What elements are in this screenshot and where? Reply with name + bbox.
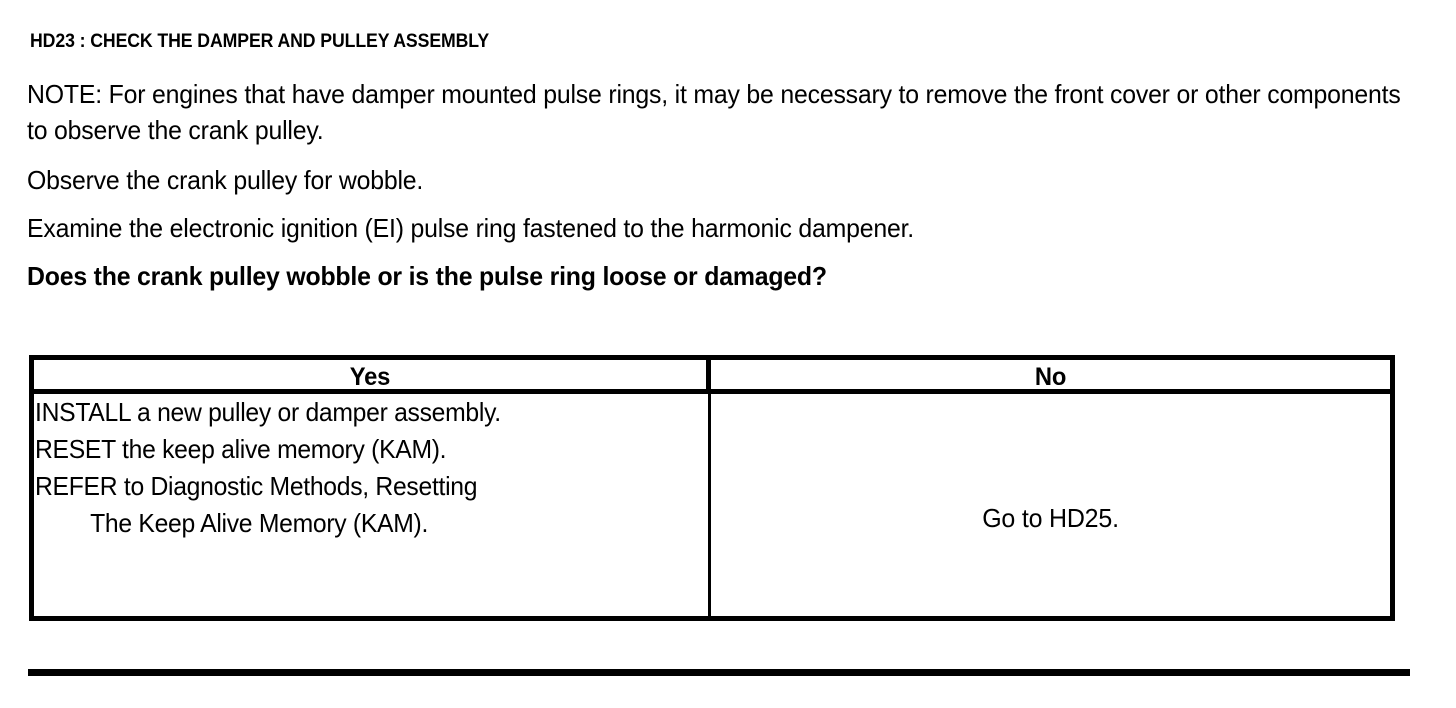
yes-action-line-refer: REFER to Diagnostic Methods, Resetting <box>35 471 478 501</box>
table-cell-no: Go to HD25. <box>711 394 1390 616</box>
table-cell-yes: INSTALL a new pulley or damper assembly.… <box>34 394 711 616</box>
table-column-no-header: No <box>711 360 1390 391</box>
examine-step-paragraph: Examine the electronic ignition (EI) pul… <box>27 213 915 243</box>
no-action-text: Go to HD25. <box>982 503 1119 533</box>
note-paragraph: NOTE: For engines that have damper mount… <box>27 79 1401 145</box>
yes-action-list: INSTALL a new pulley or damper assembly.… <box>35 394 501 542</box>
table-column-yes-header: Yes <box>34 360 711 391</box>
yes-action-line-refer-continued: The Keep Alive Memory (KAM). <box>90 508 429 538</box>
table-body-row: INSTALL a new pulley or damper assembly.… <box>34 394 1390 616</box>
observe-step-paragraph: Observe the crank pulley for wobble. <box>27 165 424 195</box>
column-header-label-no: No <box>1034 363 1067 391</box>
decision-table: Yes No INSTALL a new pulley or damper as… <box>29 355 1395 621</box>
yes-action-line-reset: RESET the keep alive memory (KAM). <box>35 434 447 464</box>
table-header-row: Yes No <box>34 360 1390 394</box>
footer-divider-rule <box>28 669 1410 676</box>
yes-action-line-install: INSTALL a new pulley or damper assembly. <box>35 397 501 427</box>
diagnostic-question: Does the crank pulley wobble or is the p… <box>27 261 827 291</box>
page-title: HD23 : CHECK THE DAMPER AND PULLEY ASSEM… <box>30 31 490 52</box>
column-header-label-yes: Yes <box>349 363 391 391</box>
